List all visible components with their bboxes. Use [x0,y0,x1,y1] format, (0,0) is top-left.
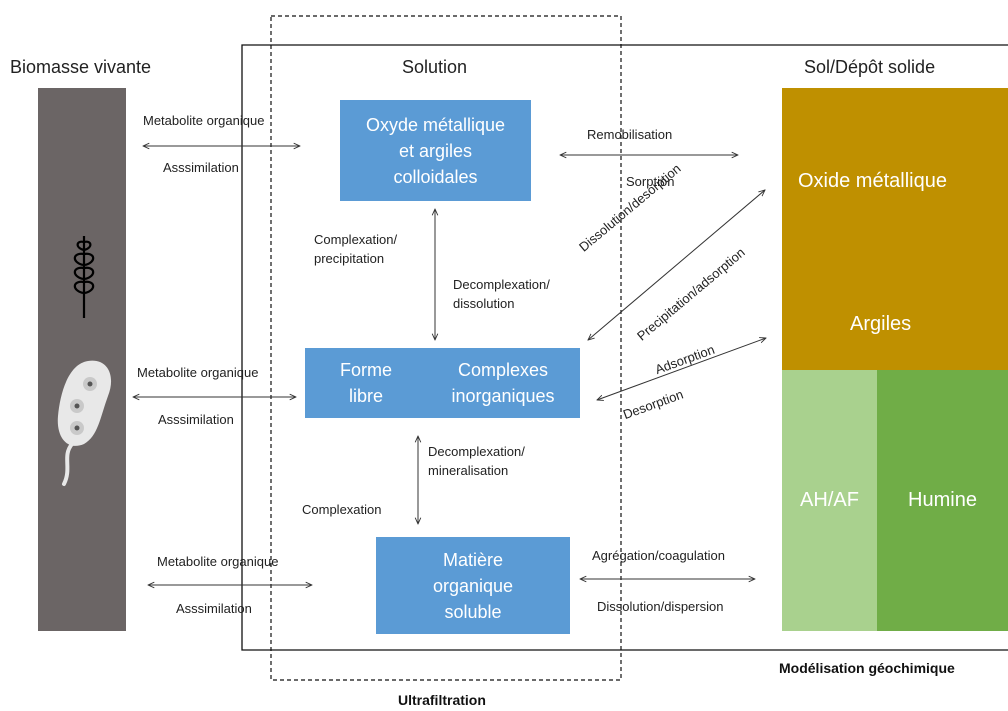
soil-humine-block: Humine [877,370,1008,631]
soil-oxide-label: Oxide métallique [798,170,947,192]
header-solution: Solution [402,57,468,77]
soil-argiles-label: Argiles [850,313,912,335]
box-forme-libre-label: Forme libre [339,360,392,406]
box-matiere-organique: Matière organique soluble [376,537,570,634]
header-sol: Sol/Dépôt solide [804,57,936,77]
box-complexes-label: Complexes inorganiques [451,360,555,406]
label-dissolution-dispersion: Dissolution/dispersion [597,599,724,614]
left-top-below: Asssimilation [163,160,239,175]
label-sorption: Sorption [626,174,675,189]
label-complexation: Complexation [302,502,382,517]
arrow-complexes-oxide-diag [588,190,765,340]
bacterium-icon [57,360,112,486]
box-oxyde-label: Oxyde métallique et argiles colloidales [365,114,506,187]
soil-ahaf-label: AH/AF [800,489,859,511]
soil-ahaf-block: AH/AF [782,370,877,631]
label-decomplexation-dissolution: Decomplexation/ dissolution [453,277,550,311]
soil-oxide-argiles-block: Oxide métallique Argiles [782,88,1008,370]
box-complexes-group: Forme libre Complexes inorganiques [305,348,580,418]
left-middle-above: Metabolite organique [137,365,259,380]
modelisation-frame [241,44,1008,651]
left-top-above: Metabolite organique [143,113,265,128]
label-agregation-coagulation: Agrégation/coagulation [592,548,725,563]
wheat-icon [73,236,95,318]
arrow-complexes-argiles [597,338,766,400]
label-modelisation-geochimique: Modélisation géochimique [779,660,955,676]
left-bottom-above: Metabolite organique [157,554,279,569]
box-matiere-label: Matière organique soluble [432,549,514,622]
left-bottom-below: Asssimilation [176,601,252,616]
box-oxyde-colloidal: Oxyde métallique et argiles colloidales [340,100,531,201]
label-remobilisation: Remobilisation [587,127,673,142]
label-decomplexation-mineralisation: Decomplexation/ mineralisation [428,444,525,478]
biomass-column [38,88,126,631]
left-middle-below: Asssimilation [158,412,234,427]
soil-humine-label: Humine [908,489,977,511]
header-biomasse: Biomasse vivante [10,57,152,77]
label-complexation-precipitation: Complexation/ precipitation [314,232,398,266]
label-ultrafiltration: Ultrafiltration [398,692,486,708]
